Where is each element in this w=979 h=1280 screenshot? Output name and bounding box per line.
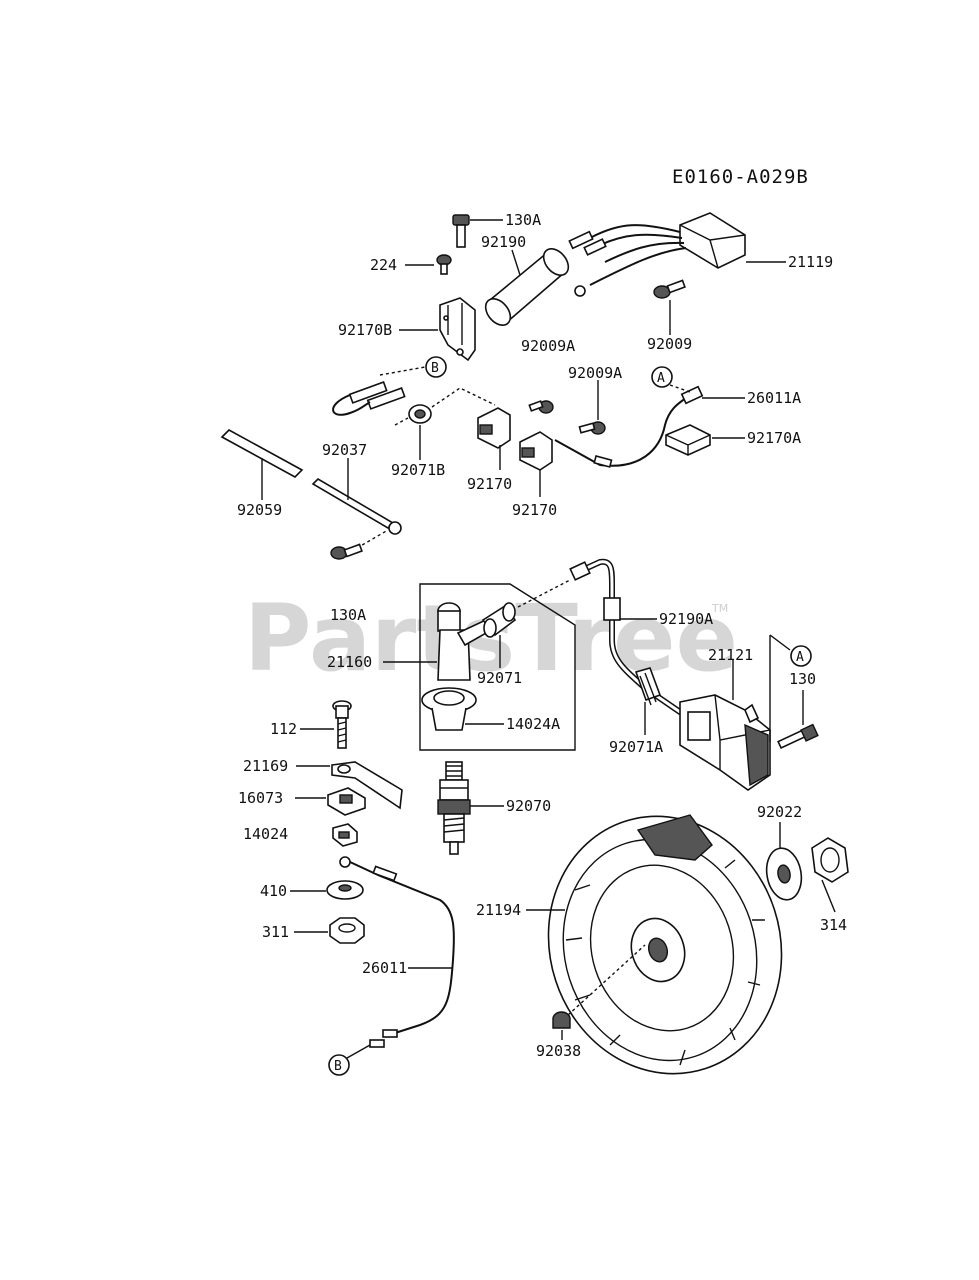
label-311: 311 xyxy=(262,923,289,941)
label-224: 224 xyxy=(370,256,397,274)
svg-text:B: B xyxy=(334,1059,342,1074)
clip-16073 xyxy=(327,787,366,816)
callout-a-top: A xyxy=(651,366,673,388)
bolt-112 xyxy=(332,700,352,749)
nut-314 xyxy=(811,837,849,883)
svg-text:B: B xyxy=(431,361,439,376)
cover-14024a xyxy=(421,687,477,731)
label-26011a: 26011A xyxy=(747,389,801,407)
bolt-130a-top xyxy=(452,214,470,248)
label-14024a: 14024A xyxy=(506,715,560,733)
label-92070: 92070 xyxy=(506,797,551,815)
label-21194: 21194 xyxy=(476,901,521,919)
label-26011: 26011 xyxy=(362,959,407,977)
label-314: 314 xyxy=(820,916,847,934)
label-92170b: 92170B xyxy=(338,321,392,339)
screw-92009a-left xyxy=(528,400,554,414)
svg-text:A: A xyxy=(796,650,804,665)
reference-code: E0160-A029B xyxy=(672,166,809,188)
label-16073: 16073 xyxy=(238,789,283,807)
label-14024: 14024 xyxy=(243,825,288,843)
connector-92037-wire xyxy=(332,381,406,416)
label-92190a: 92190A xyxy=(659,610,713,628)
label-92037: 92037 xyxy=(322,441,367,459)
label-92059: 92059 xyxy=(237,501,282,519)
label-21121: 21121 xyxy=(708,646,753,664)
callout-b-top: B xyxy=(425,356,447,378)
callout-b-bottom: B xyxy=(328,1054,350,1076)
wire-26011 xyxy=(339,856,455,1048)
label-112: 112 xyxy=(270,720,297,738)
ignition-coil-21121 xyxy=(679,694,771,791)
ignition-unit-21119 xyxy=(568,212,746,297)
screw-92009 xyxy=(653,279,686,299)
nut-311 xyxy=(329,917,365,944)
screw-92009a-right xyxy=(578,421,606,435)
bracket-92170-upper xyxy=(477,407,511,449)
washer-410 xyxy=(326,880,364,900)
label-130: 130 xyxy=(789,670,816,688)
condenser-92190 xyxy=(484,248,570,326)
label-92170a: 92170A xyxy=(747,429,801,447)
label-92170-2: 92170 xyxy=(512,501,557,519)
flywheel-21194 xyxy=(547,814,783,1075)
label-130a-top: 130A xyxy=(505,211,541,229)
label-92071b: 92071B xyxy=(391,461,445,479)
watermark-trademark: TM xyxy=(711,602,728,615)
label-92071: 92071 xyxy=(477,669,522,687)
washer-92022 xyxy=(765,847,803,901)
bracket-92170-lower xyxy=(519,431,553,471)
ht-cable-92190a xyxy=(569,558,683,715)
rod-92037 xyxy=(311,477,402,560)
watermark: PartsTree xyxy=(244,585,738,692)
grommet-92071 xyxy=(481,602,517,638)
label-92009a-right: 92009A xyxy=(568,364,622,382)
label-92038: 92038 xyxy=(536,1042,581,1060)
grommet-92071b xyxy=(408,404,432,424)
label-92190: 92190 xyxy=(481,233,526,251)
spark-plug-92070 xyxy=(437,761,471,855)
label-21119: 21119 xyxy=(788,253,833,271)
wire-26011a xyxy=(554,385,704,468)
svg-text:A: A xyxy=(657,371,665,386)
label-92170-1: 92170 xyxy=(467,475,512,493)
callout-a-mid: A xyxy=(790,645,812,667)
label-92071a: 92071A xyxy=(609,738,663,756)
key-92038 xyxy=(552,1011,571,1029)
label-130a-mid: 130A xyxy=(330,606,366,624)
plate-21169 xyxy=(331,761,403,810)
label-410: 410 xyxy=(260,882,287,900)
grommet-92071a xyxy=(634,667,662,706)
label-21169: 21169 xyxy=(243,757,288,775)
bolt-130 xyxy=(777,723,819,750)
label-21160: 21160 xyxy=(327,653,372,671)
label-92009: 92009 xyxy=(647,335,692,353)
rod-92059 xyxy=(220,429,304,478)
label-92022: 92022 xyxy=(757,803,802,821)
bracket-92170b xyxy=(439,297,476,362)
screw-224 xyxy=(436,254,452,275)
label-92009a-mid: 92009A xyxy=(521,337,575,355)
clip-14024 xyxy=(332,823,358,847)
clip-92170a xyxy=(665,424,711,456)
